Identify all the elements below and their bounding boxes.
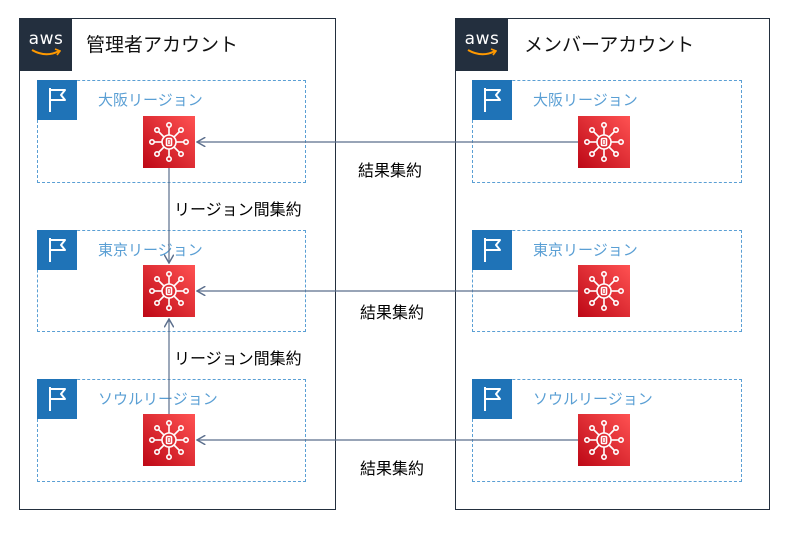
- region-label: 東京リージョン: [533, 241, 638, 259]
- security-hub-icon: [143, 116, 195, 168]
- security-hub-icon: [578, 414, 630, 466]
- region-label: 大阪リージョン: [98, 91, 203, 109]
- edge-label-inter-region: リージョン間集約: [172, 345, 304, 369]
- security-hub-icon: [578, 116, 630, 168]
- edge-label-result: 結果集約: [356, 157, 425, 181]
- region-label: ソウルリージョン: [533, 390, 653, 408]
- region-label: ソウルリージョン: [98, 390, 218, 408]
- security-hub-icon: [143, 414, 195, 466]
- admin-account-title: 管理者アカウント: [86, 34, 239, 56]
- region-label: 東京リージョン: [98, 241, 203, 259]
- aws-logo-text: aws: [464, 29, 500, 49]
- region-label: 大阪リージョン: [533, 91, 638, 109]
- security-hub-icon: [578, 265, 630, 317]
- region-flag-icon: [472, 80, 512, 120]
- edge-label-result: 結果集約: [358, 299, 427, 323]
- region-flag-icon: [472, 230, 512, 270]
- aws-logo-icon: aws: [20, 19, 72, 71]
- member-account-title: メンバーアカウント: [524, 34, 695, 56]
- edge-label-inter-region: リージョン間集約: [172, 196, 304, 220]
- aws-logo-icon: aws: [456, 19, 508, 71]
- region-flag-icon: [472, 379, 512, 419]
- region-flag-icon: [37, 379, 77, 419]
- edge-label-result: 結果集約: [358, 455, 427, 479]
- region-flag-icon: [37, 230, 77, 270]
- security-hub-icon: [143, 265, 195, 317]
- region-flag-icon: [37, 80, 77, 120]
- aws-logo-text: aws: [28, 29, 64, 49]
